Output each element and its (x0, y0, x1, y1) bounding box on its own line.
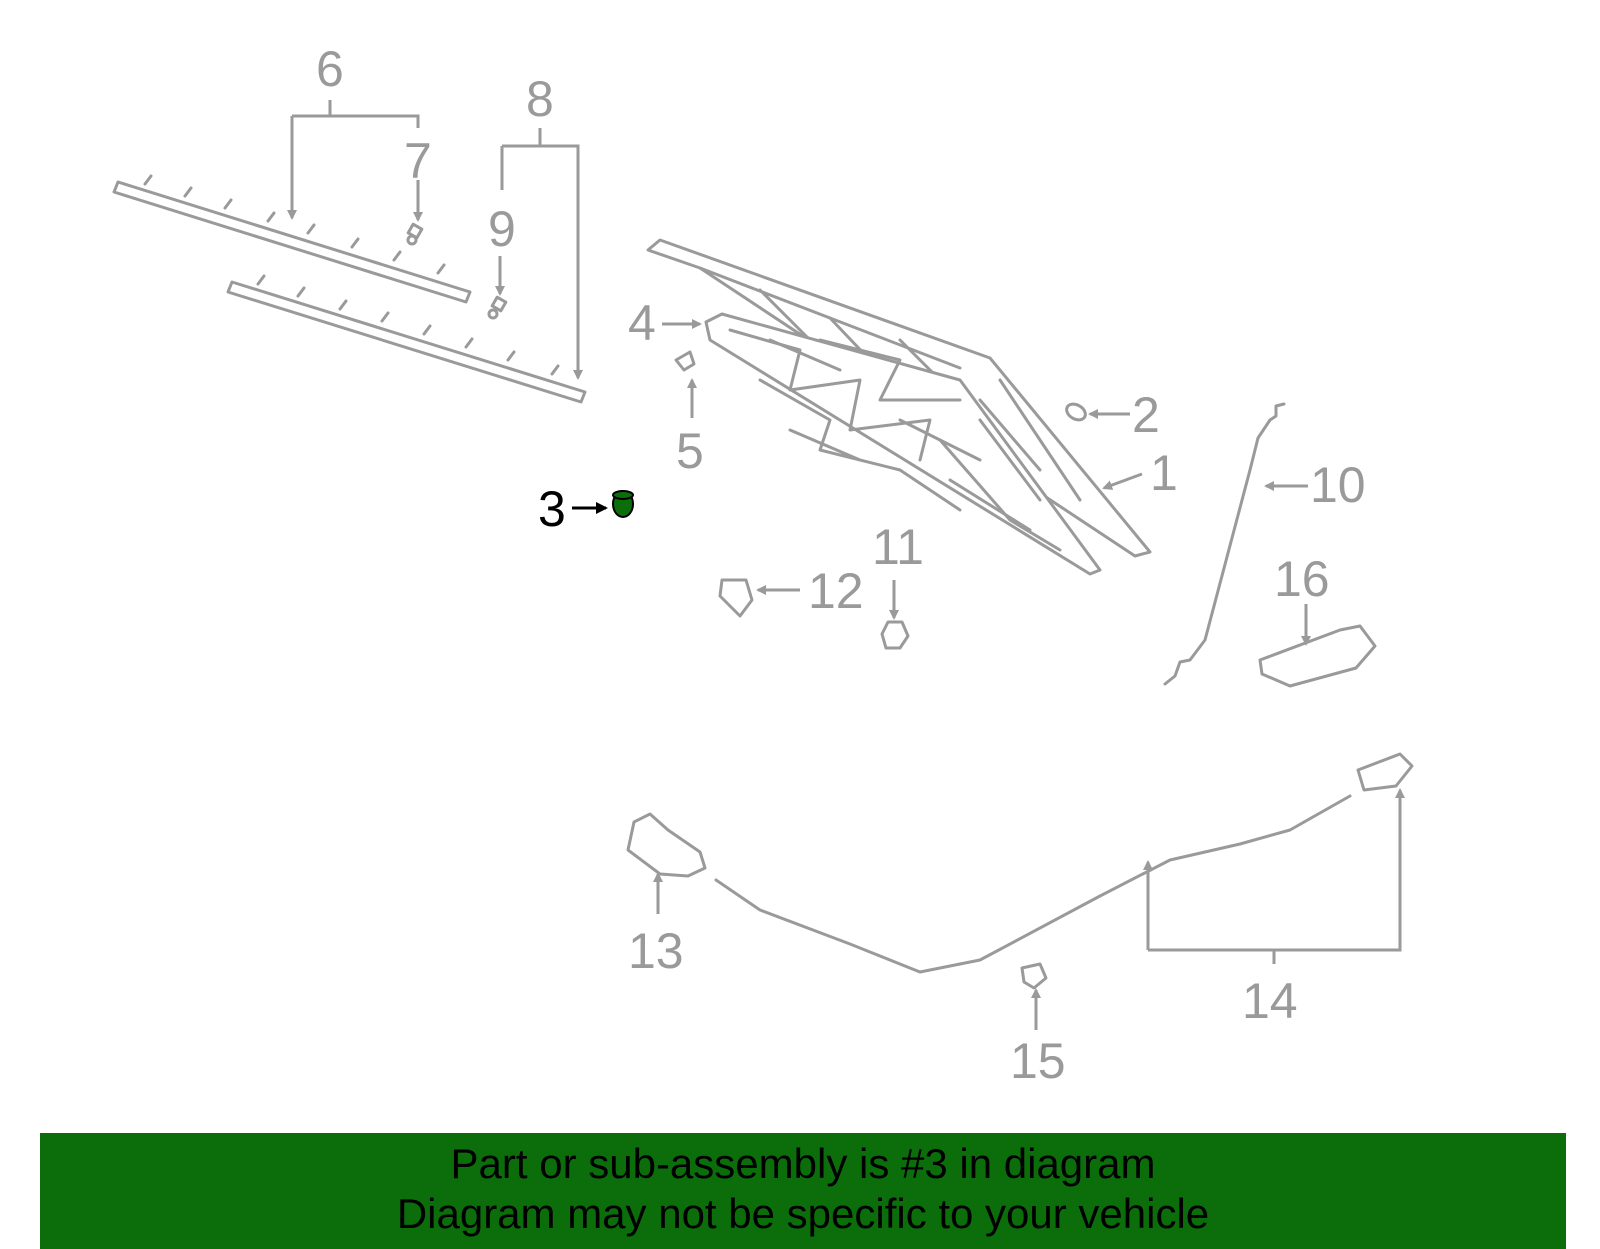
callout-11: 11 (872, 519, 924, 575)
callout-16: 16 (1274, 551, 1330, 607)
latch-13 (626, 812, 707, 878)
hood-moulding-lower (226, 274, 587, 404)
callout-3: 3 (538, 481, 566, 537)
parts-diagram: 1 2 3 4 5 6 7 8 9 10 11 12 13 14 15 16 (112, 41, 1414, 1089)
clip-9 (487, 295, 508, 320)
callout-7: 7 (404, 133, 432, 189)
callout-15: 15 (1010, 1033, 1066, 1089)
callout-10: 10 (1310, 457, 1366, 513)
callout-2: 2 (1132, 387, 1160, 443)
banner-line-part: Part or sub-assembly is #3 in diagram (450, 1140, 1156, 1187)
bumper-2 (1065, 402, 1087, 422)
clip-5 (674, 350, 696, 372)
hood-moulding-upper (112, 174, 472, 304)
callout-12: 12 (808, 563, 864, 619)
clip-7 (406, 222, 424, 246)
hood-insulator (704, 312, 1102, 576)
callout-1: 1 (1150, 445, 1178, 501)
callout-13: 13 (628, 923, 684, 979)
hinge-16 (1258, 624, 1377, 688)
callout-8: 8 (526, 71, 554, 127)
callout-5: 5 (676, 423, 704, 479)
info-banner: Part or sub-assembly is #3 in diagram Di… (40, 1133, 1566, 1249)
callout-14: 14 (1242, 973, 1298, 1029)
callout-9: 9 (488, 201, 516, 257)
release-cable-14 (714, 752, 1414, 974)
bumper-3-highlighted (612, 490, 634, 518)
banner-line-disclaimer: Diagram may not be specific to your vehi… (396, 1190, 1210, 1237)
clip-15 (1020, 962, 1048, 990)
callout-6: 6 (316, 41, 344, 97)
latch-12 (718, 578, 754, 618)
callout-4: 4 (628, 295, 656, 351)
retainer-11 (880, 620, 910, 650)
prop-rod-10 (1163, 402, 1286, 686)
